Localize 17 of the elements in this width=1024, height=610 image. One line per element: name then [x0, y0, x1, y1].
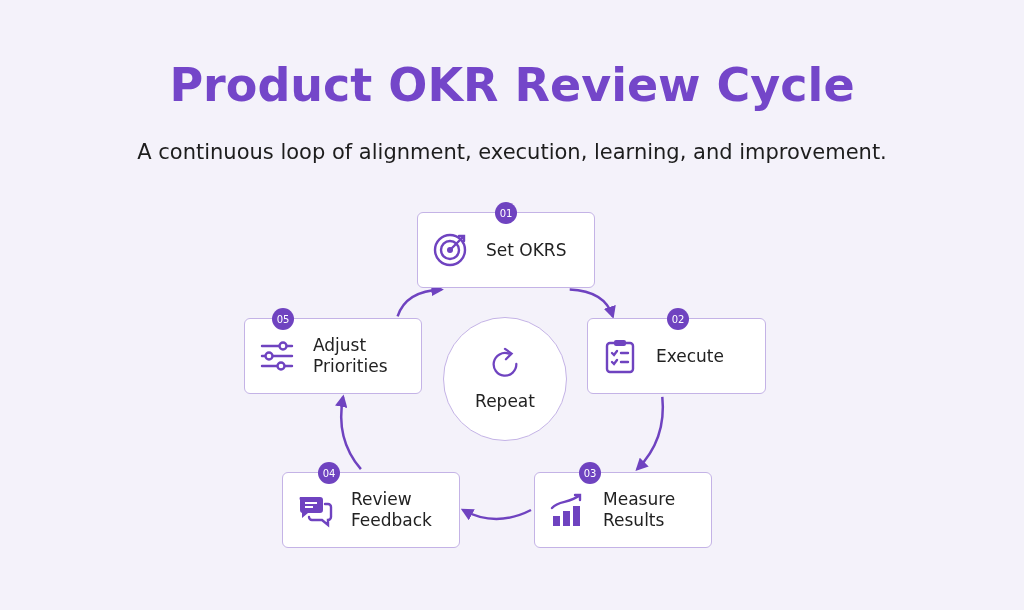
subtitle: A continuous loop of alignment, execution, learning, and improvement.: [136, 140, 888, 164]
step-label: Set OKRS: [486, 239, 567, 261]
step-label: Review Feedback: [351, 489, 433, 531]
step-number: 03: [579, 462, 601, 484]
step-label: Adjust Priorities: [313, 335, 389, 377]
arrow: [635, 396, 665, 472]
arrow: [460, 508, 532, 521]
step-number: 02: [667, 308, 689, 330]
arrow: [335, 394, 362, 470]
step-number: 05: [272, 308, 294, 330]
step-label: Execute: [656, 345, 724, 367]
step-number: 04: [318, 462, 340, 484]
step-number: 01: [495, 202, 517, 224]
center-label: Repeat: [475, 390, 535, 412]
arrow: [569, 288, 616, 319]
step-label: Measure Results: [603, 489, 677, 531]
title: Product OKR Review Cycle: [168, 58, 856, 112]
